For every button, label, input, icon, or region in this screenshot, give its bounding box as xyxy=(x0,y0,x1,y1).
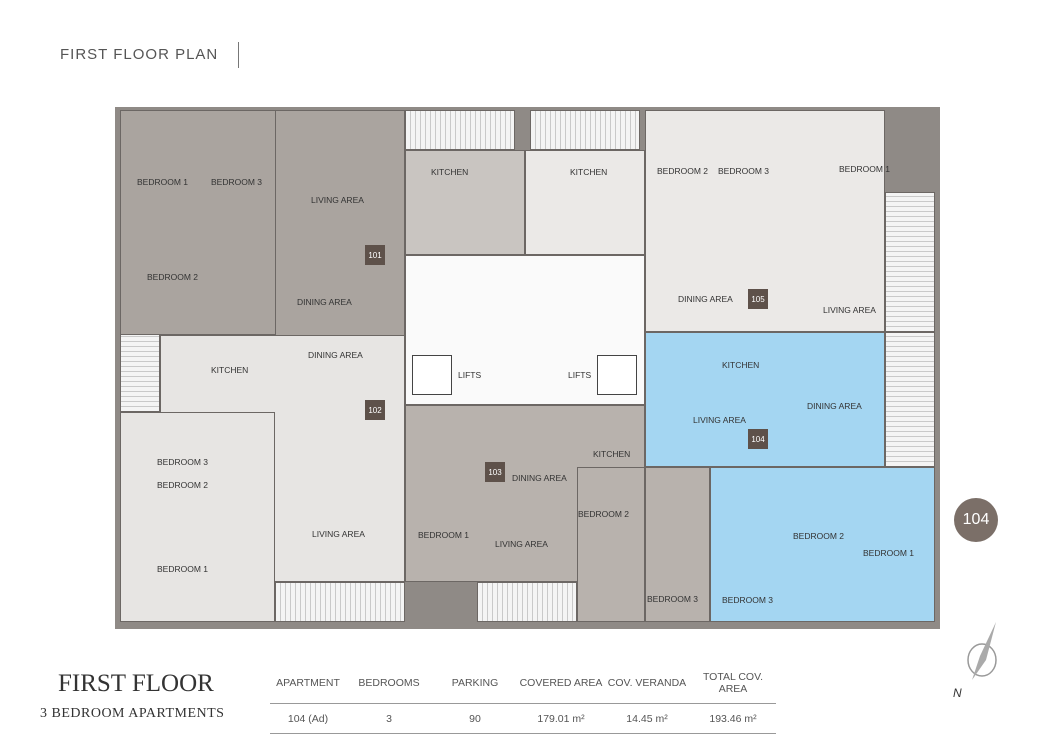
north-arrow-icon xyxy=(967,622,997,680)
room-label: BEDROOM 3 xyxy=(211,177,263,187)
column-header: COVERED AREA xyxy=(518,668,604,704)
lift-2 xyxy=(597,355,637,395)
room-label: BEDROOM 2 xyxy=(793,531,845,541)
veranda-right-top xyxy=(885,192,935,332)
room-label: KITCHEN xyxy=(593,449,631,459)
apartment-spec-table: APARTMENT BEDROOMS PARKING COVERED AREA … xyxy=(270,668,776,734)
unit-number-101: 101 xyxy=(365,245,385,265)
unit-number-104: 104 xyxy=(748,429,768,449)
room-label: KITCHEN xyxy=(570,167,608,177)
room-label: LIFTS xyxy=(458,370,482,380)
room-label: BEDROOM 1 xyxy=(863,548,915,558)
room-label: BEDROOM 3 xyxy=(718,166,770,176)
floor-subtitle: 3 BEDROOM APARTMENTS xyxy=(40,706,225,721)
unit-number-105: 105 xyxy=(748,289,768,309)
table-header-row: APARTMENT BEDROOMS PARKING COVERED AREA … xyxy=(270,668,776,704)
page-title: FIRST FLOOR PLAN xyxy=(60,46,219,63)
table-cell: 179.01 m² xyxy=(518,703,604,734)
table-cell: 14.45 m² xyxy=(604,703,690,734)
lift-1 xyxy=(412,355,452,395)
title-divider xyxy=(238,42,239,68)
room-label: LIVING AREA xyxy=(823,305,876,315)
room-label: LIFTS xyxy=(568,370,592,380)
apartment-105-kitchen xyxy=(525,150,645,255)
table-cell: 193.46 m² xyxy=(690,703,776,734)
veranda-left xyxy=(120,332,160,412)
unit-number-103: 103 xyxy=(485,462,505,482)
room-label: LIVING AREA xyxy=(693,415,746,425)
apartment-102-bedrooms xyxy=(120,412,275,622)
column-header: TOTAL COV. AREA xyxy=(690,668,776,704)
table-cell: 3 xyxy=(346,703,432,734)
unit-number-102: 102 xyxy=(365,400,385,420)
room-label: BEDROOM 2 xyxy=(657,166,709,176)
apartment-101-kitchen xyxy=(405,150,525,255)
room-label: LIVING AREA xyxy=(312,529,365,539)
room-label: LIVING AREA xyxy=(495,539,548,549)
column-header: BEDROOMS xyxy=(346,668,432,704)
column-header: COV. VERANDA xyxy=(604,668,690,704)
north-label: N xyxy=(953,686,962,700)
room-label: BEDROOM 1 xyxy=(418,530,470,540)
room-label: BEDROOM 1 xyxy=(137,177,189,187)
veranda-top-right xyxy=(530,110,640,150)
room-label: BEDROOM 1 xyxy=(839,164,891,174)
apartment-101-living xyxy=(275,110,405,350)
column-header: APARTMENT xyxy=(270,668,346,704)
apartment-104-bedrooms xyxy=(710,467,935,622)
room-label: BEDROOM 2 xyxy=(147,272,199,282)
room-label: BEDROOM 3 xyxy=(722,595,774,605)
veranda-bottom-mid xyxy=(477,582,577,622)
floor-plan: BEDROOM 1 BEDROOM 3 BEDROOM 2 LIVING ARE… xyxy=(115,107,940,629)
veranda-right-mid xyxy=(885,332,935,467)
room-label: KITCHEN xyxy=(722,360,760,370)
room-label: DINING AREA xyxy=(308,350,363,360)
veranda-top-left xyxy=(405,110,515,150)
room-label: DINING AREA xyxy=(512,473,567,483)
room-label: BEDROOM 2 xyxy=(578,509,630,519)
apartment-103-bed3 xyxy=(645,467,710,622)
table-cell: 104 (Ad) xyxy=(270,703,346,734)
table-cell: 90 xyxy=(432,703,518,734)
room-label: DINING AREA xyxy=(297,297,352,307)
room-label: KITCHEN xyxy=(431,167,469,177)
veranda-bottom-left xyxy=(275,582,405,622)
column-header: PARKING xyxy=(432,668,518,704)
room-label: DINING AREA xyxy=(678,294,733,304)
apartment-103-bedroom xyxy=(577,467,645,622)
room-label: BEDROOM 3 xyxy=(647,594,699,604)
room-label: KITCHEN xyxy=(211,365,249,375)
room-label: BEDROOM 1 xyxy=(157,564,209,574)
room-label: BEDROOM 2 xyxy=(157,480,209,490)
table-row: 104 (Ad) 3 90 179.01 m² 14.45 m² 193.46 … xyxy=(270,703,776,734)
room-label: LIVING AREA xyxy=(311,195,364,205)
selected-unit-badge: 104 xyxy=(954,498,998,542)
floor-title: FIRST FLOOR xyxy=(58,670,214,697)
room-label: BEDROOM 3 xyxy=(157,457,209,467)
room-label: DINING AREA xyxy=(807,401,862,411)
